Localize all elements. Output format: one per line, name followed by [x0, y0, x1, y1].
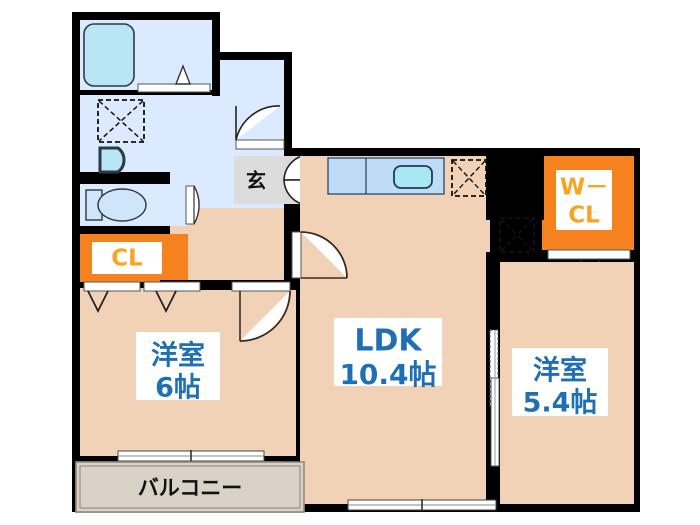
entrance-label-2: 玄: [246, 169, 266, 193]
wcl-label-line2-2: CL: [568, 203, 600, 229]
floor-overlay: CL 玄 LDK 10.4帖 W－ CL: [75, 20, 634, 513]
bedroom-west-label-size-2: 6帖: [155, 373, 201, 404]
closet-west-label-2: CL: [111, 246, 143, 272]
balcony-label-2: バルコニー: [138, 476, 243, 500]
bedroom-west-label-name-2: 洋室: [151, 340, 205, 372]
wcl-label-line1-2: W－: [560, 175, 608, 201]
ldk-label-size-2: 10.4帖: [339, 358, 436, 391]
ldk-label-name-2: LDK: [354, 324, 423, 359]
bedroom-east-label-size-2: 5.4帖: [523, 388, 598, 419]
bedroom-east-label-name-2: 洋室: [533, 355, 587, 387]
